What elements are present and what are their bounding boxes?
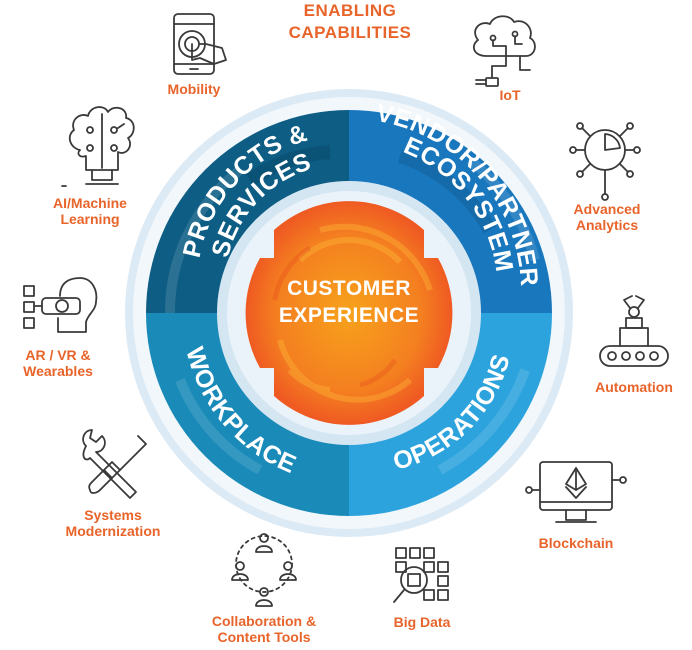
blockchain-label: Blockchain — [539, 535, 614, 551]
header-line1: ENABLING — [304, 1, 397, 20]
wrench-screwdriver-icon — [82, 429, 147, 499]
ar-vr-label-line2: Wearables — [23, 363, 93, 379]
systems-label-line1: Systems — [84, 507, 142, 523]
ai-brain-gear-icon — [61, 106, 135, 187]
analytics-label-line1: Advanced — [574, 201, 641, 217]
people-network-icon — [231, 533, 297, 607]
center-label-line1: CUSTOMER — [287, 277, 411, 300]
systems-label-line2: Modernization — [66, 523, 161, 539]
robot-arm-conveyor-icon — [599, 295, 669, 367]
ai-label-line1: AI/Machine — [53, 195, 127, 211]
center-disk — [245, 201, 453, 425]
ar-vr-label-line1: AR / VR & — [25, 347, 90, 363]
header-line2: CAPABILITIES — [289, 23, 412, 42]
ai-label-line2: Learning — [60, 211, 119, 227]
analytics-label-line2: Analytics — [576, 217, 638, 233]
analytics-magnifier-icon — [569, 122, 641, 201]
center-label-line2: EXPERIENCE — [279, 304, 419, 327]
big-data-grid-magnifier-icon — [393, 547, 449, 603]
vr-headset-icon — [23, 277, 98, 333]
collaboration-label-line1: Collaboration & — [212, 613, 316, 629]
iot-label: IoT — [500, 87, 521, 103]
big-data-label: Big Data — [394, 614, 451, 630]
iot-brain-plug-icon — [472, 15, 536, 87]
blockchain-monitor-icon — [525, 461, 627, 523]
mobility-label: Mobility — [168, 81, 221, 97]
automation-label: Automation — [595, 379, 673, 395]
smartphone-touch-icon — [173, 13, 227, 75]
collaboration-label-line2: Content Tools — [217, 629, 310, 645]
